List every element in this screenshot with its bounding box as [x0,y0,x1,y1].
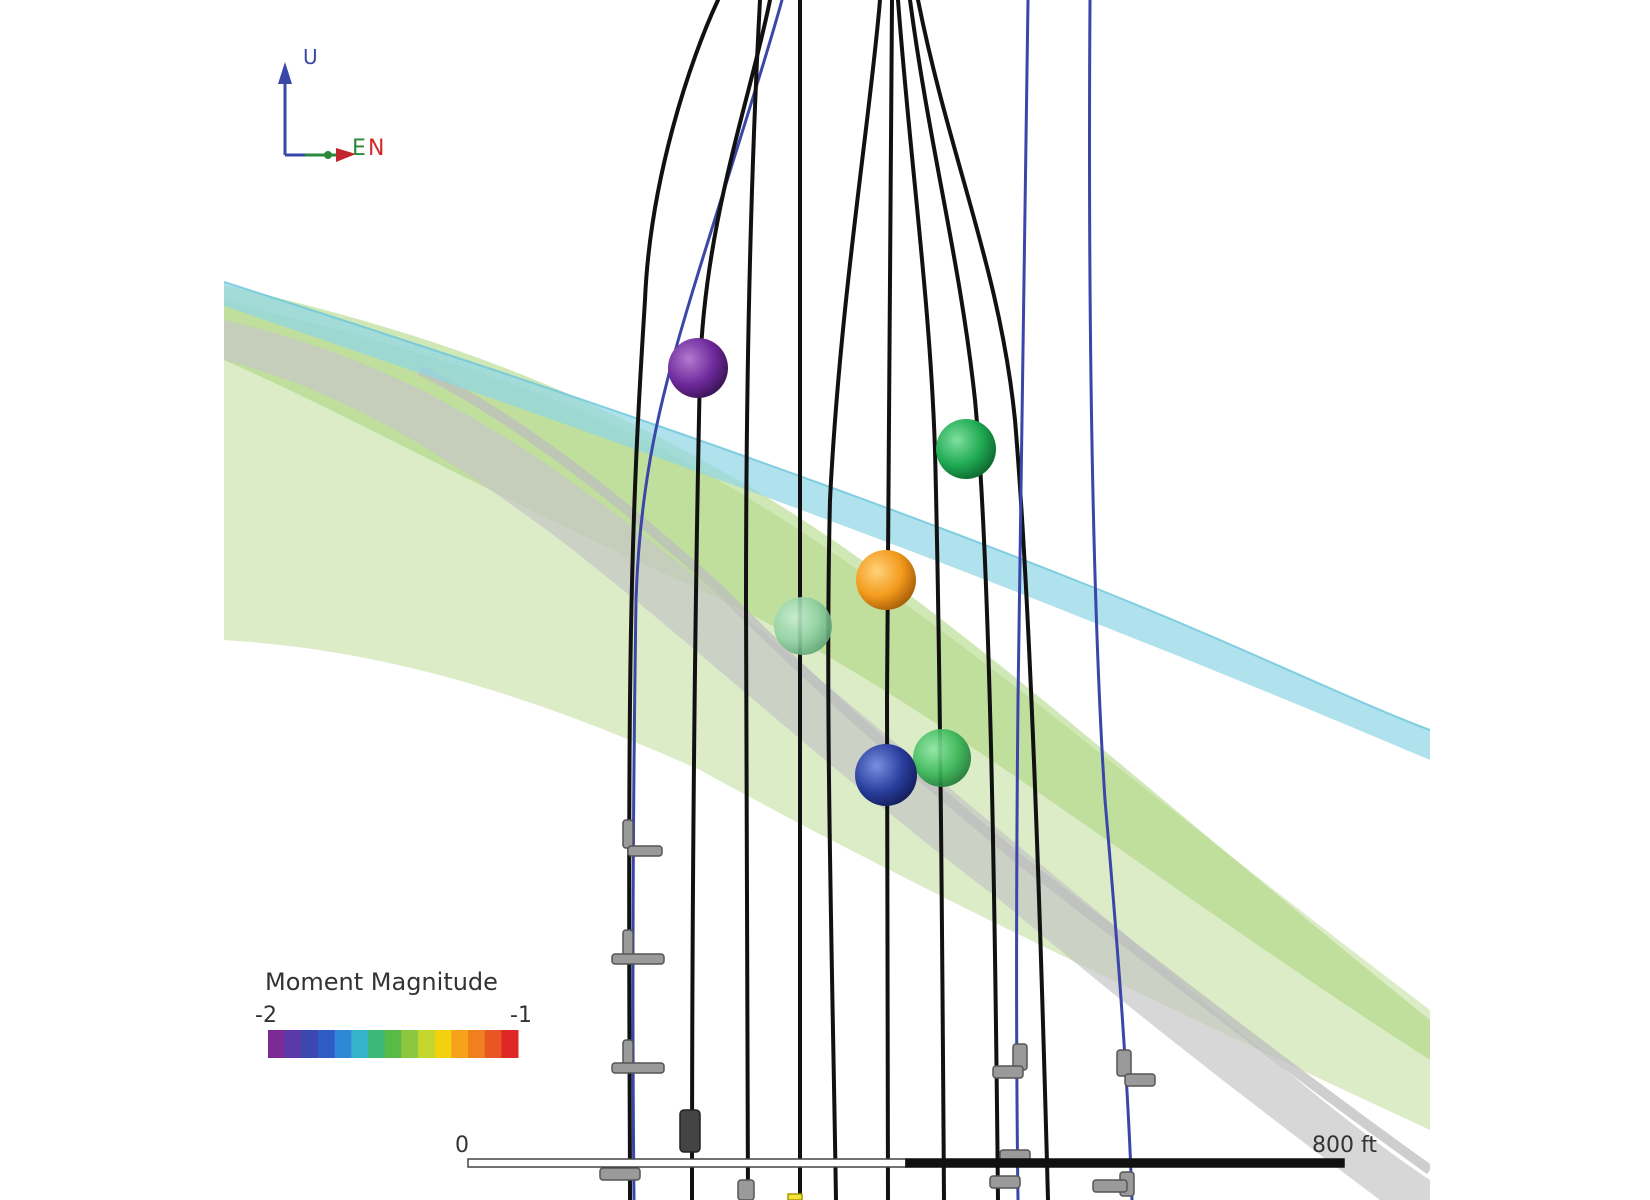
fault-plane-cyan-edge [224,281,1430,731]
perf-marker [611,1062,665,1074]
moment-magnitude-legend: Moment Magnitude -2 -1 [255,968,532,1058]
up-axis-arrowhead-icon [278,62,292,84]
legend-swatch [468,1030,486,1058]
legend-swatch [401,1030,419,1058]
legend-swatch [351,1030,369,1058]
well-trajectory-black-1 [627,0,720,1200]
well-trajectory-blue-2 [1015,0,1030,1200]
legend-swatch [301,1030,319,1058]
legend-title: Moment Magnitude [265,968,498,996]
legend-swatch [268,1030,286,1058]
well-trajectory-black-9 [916,0,1050,1200]
event-sphere-green-2 [913,729,971,787]
legend-min-label: -2 [255,1003,277,1028]
legend-swatch [418,1030,436,1058]
microseismic-events [668,338,996,806]
event-sphere-purple [668,338,728,398]
east-axis-label: E [352,136,366,161]
well-trajectory-black-7 [896,0,946,1200]
legend-swatch [334,1030,352,1058]
perf-marker-yellow [787,1193,803,1200]
legend-swatch [451,1030,469,1058]
legend-swatch [284,1030,302,1058]
perf-marker [627,845,663,857]
legend-swatch [434,1030,452,1058]
event-sphere-blue [855,744,917,806]
perforation-markers [599,819,1156,1200]
scale-bar-white-half [467,1158,907,1168]
perf-marker-dark [679,1109,701,1153]
perf-marker [737,1179,755,1200]
well-trajectory-black-5 [826,0,882,1200]
legend-swatch [501,1030,519,1058]
perf-marker [1092,1179,1128,1193]
perf-marker [622,819,634,849]
well-trajectory-black-8 [908,0,1000,1200]
orientation-triad: U E N [278,45,384,162]
perf-marker [611,953,665,965]
well-trajectory-black-6 [884,0,894,1200]
perf-marker [1116,1049,1132,1077]
north-axis-label: N [368,136,384,161]
legend-swatch [384,1030,402,1058]
well-trajectory-black-3 [743,0,762,1200]
fault-plane-cyan [224,282,1430,760]
scale-bar-start-label: 0 [455,1133,469,1158]
east-axis-marker-icon [324,151,332,159]
fault-plane-gray-strand [417,365,1430,1175]
well-trajectory-black-2 [690,0,772,1200]
legend-max-label: -1 [510,1003,532,1028]
legend-color-ramp [268,1030,519,1058]
event-sphere-pale-green [774,597,832,655]
event-sphere-orange [856,550,916,610]
north-axis-arrowhead-icon [336,148,356,162]
scale-bar: 0 800 ft [455,1133,1377,1168]
perf-marker [599,1167,641,1181]
event-sphere-green [936,419,996,479]
scale-bar-end-label: 800 ft [1312,1133,1377,1158]
scale-bar-black-half [905,1158,1345,1168]
perf-marker [992,1065,1024,1079]
legend-swatch [368,1030,386,1058]
legend-swatch [318,1030,336,1058]
perf-marker [989,1175,1021,1189]
legend-swatch [484,1030,502,1058]
perf-marker [1124,1073,1156,1087]
up-axis-label: U [303,45,318,69]
